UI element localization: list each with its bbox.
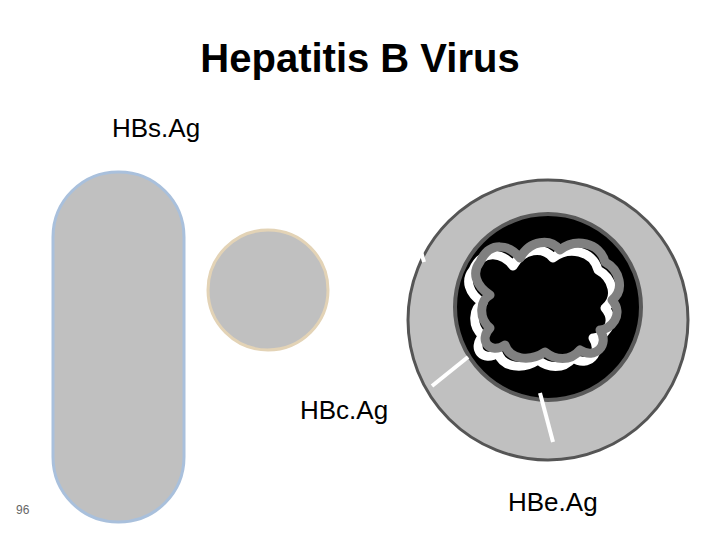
leader-line bbox=[432, 357, 468, 386]
leader-line bbox=[420, 248, 424, 262]
antigen-label: HBc.Ag bbox=[300, 395, 388, 426]
virion-core bbox=[455, 214, 641, 400]
spherical-particle bbox=[208, 230, 328, 350]
antigen-label: HBs.Ag bbox=[112, 113, 200, 144]
dna-strand bbox=[476, 242, 620, 358]
antigen-label: HBe.Ag bbox=[508, 487, 598, 518]
leader-line bbox=[540, 393, 553, 442]
filament-particle bbox=[53, 172, 184, 522]
slide-title: Hepatitis B Virus bbox=[0, 36, 720, 81]
virion-envelope bbox=[408, 180, 688, 460]
slide-number: 96 bbox=[16, 503, 29, 517]
